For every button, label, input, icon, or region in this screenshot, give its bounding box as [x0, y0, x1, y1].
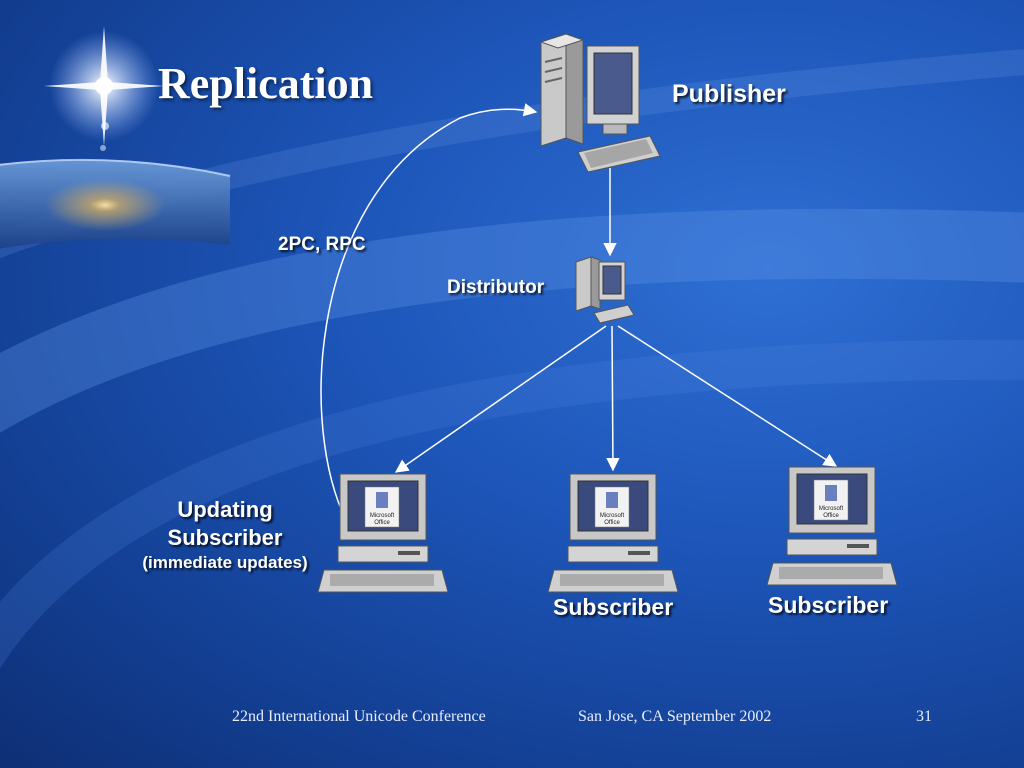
subscriber-1-label: Subscriber — [553, 594, 674, 620]
subscriber-2-label: Subscriber — [768, 592, 889, 618]
updating-subscriber-label-line1: Updating — [177, 497, 273, 522]
slide-title: Replication — [158, 59, 374, 108]
edge-distributor-subscriber-1 — [606, 325, 620, 472]
svg-text:Microsoft: Microsoft — [600, 513, 625, 519]
distributor-server-icon — [575, 256, 635, 324]
star-icon — [44, 26, 164, 151]
subscriber-2-computer-icon: Microsoft Office — [766, 466, 898, 586]
updating-subscriber-computer-icon: Microsoft Office — [317, 473, 449, 593]
svg-text:Office: Office — [604, 520, 620, 526]
subscriber-1-computer-icon: Microsoft Office — [547, 473, 679, 593]
publisher-label: Publisher — [672, 80, 786, 108]
svg-text:Office: Office — [823, 513, 839, 519]
distributor-label: Distributor — [447, 277, 545, 298]
edge-distributor-subscriber-2 — [617, 325, 838, 467]
footer-location: San Jose, CA September 2002 — [578, 708, 772, 725]
sun-glare — [45, 179, 165, 231]
svg-text:Microsoft: Microsoft — [370, 513, 395, 519]
edge-2pc-rpc-label: 2PC, RPC — [278, 234, 366, 255]
svg-text:Office: Office — [374, 520, 390, 526]
footer-conference: 22nd International Unicode Conference — [232, 708, 486, 725]
updating-subscriber-label-line2: Subscriber — [167, 525, 283, 550]
footer-page-number: 31 — [916, 708, 932, 725]
svg-text:Microsoft: Microsoft — [819, 506, 844, 512]
edge-2pc-rpc — [320, 103, 538, 532]
updating-subscriber-label: Updating Subscriber (immediate updates) — [120, 496, 330, 574]
publisher-server-icon — [539, 33, 661, 173]
updating-subscriber-label-line3: (immediate updates) — [142, 553, 308, 572]
